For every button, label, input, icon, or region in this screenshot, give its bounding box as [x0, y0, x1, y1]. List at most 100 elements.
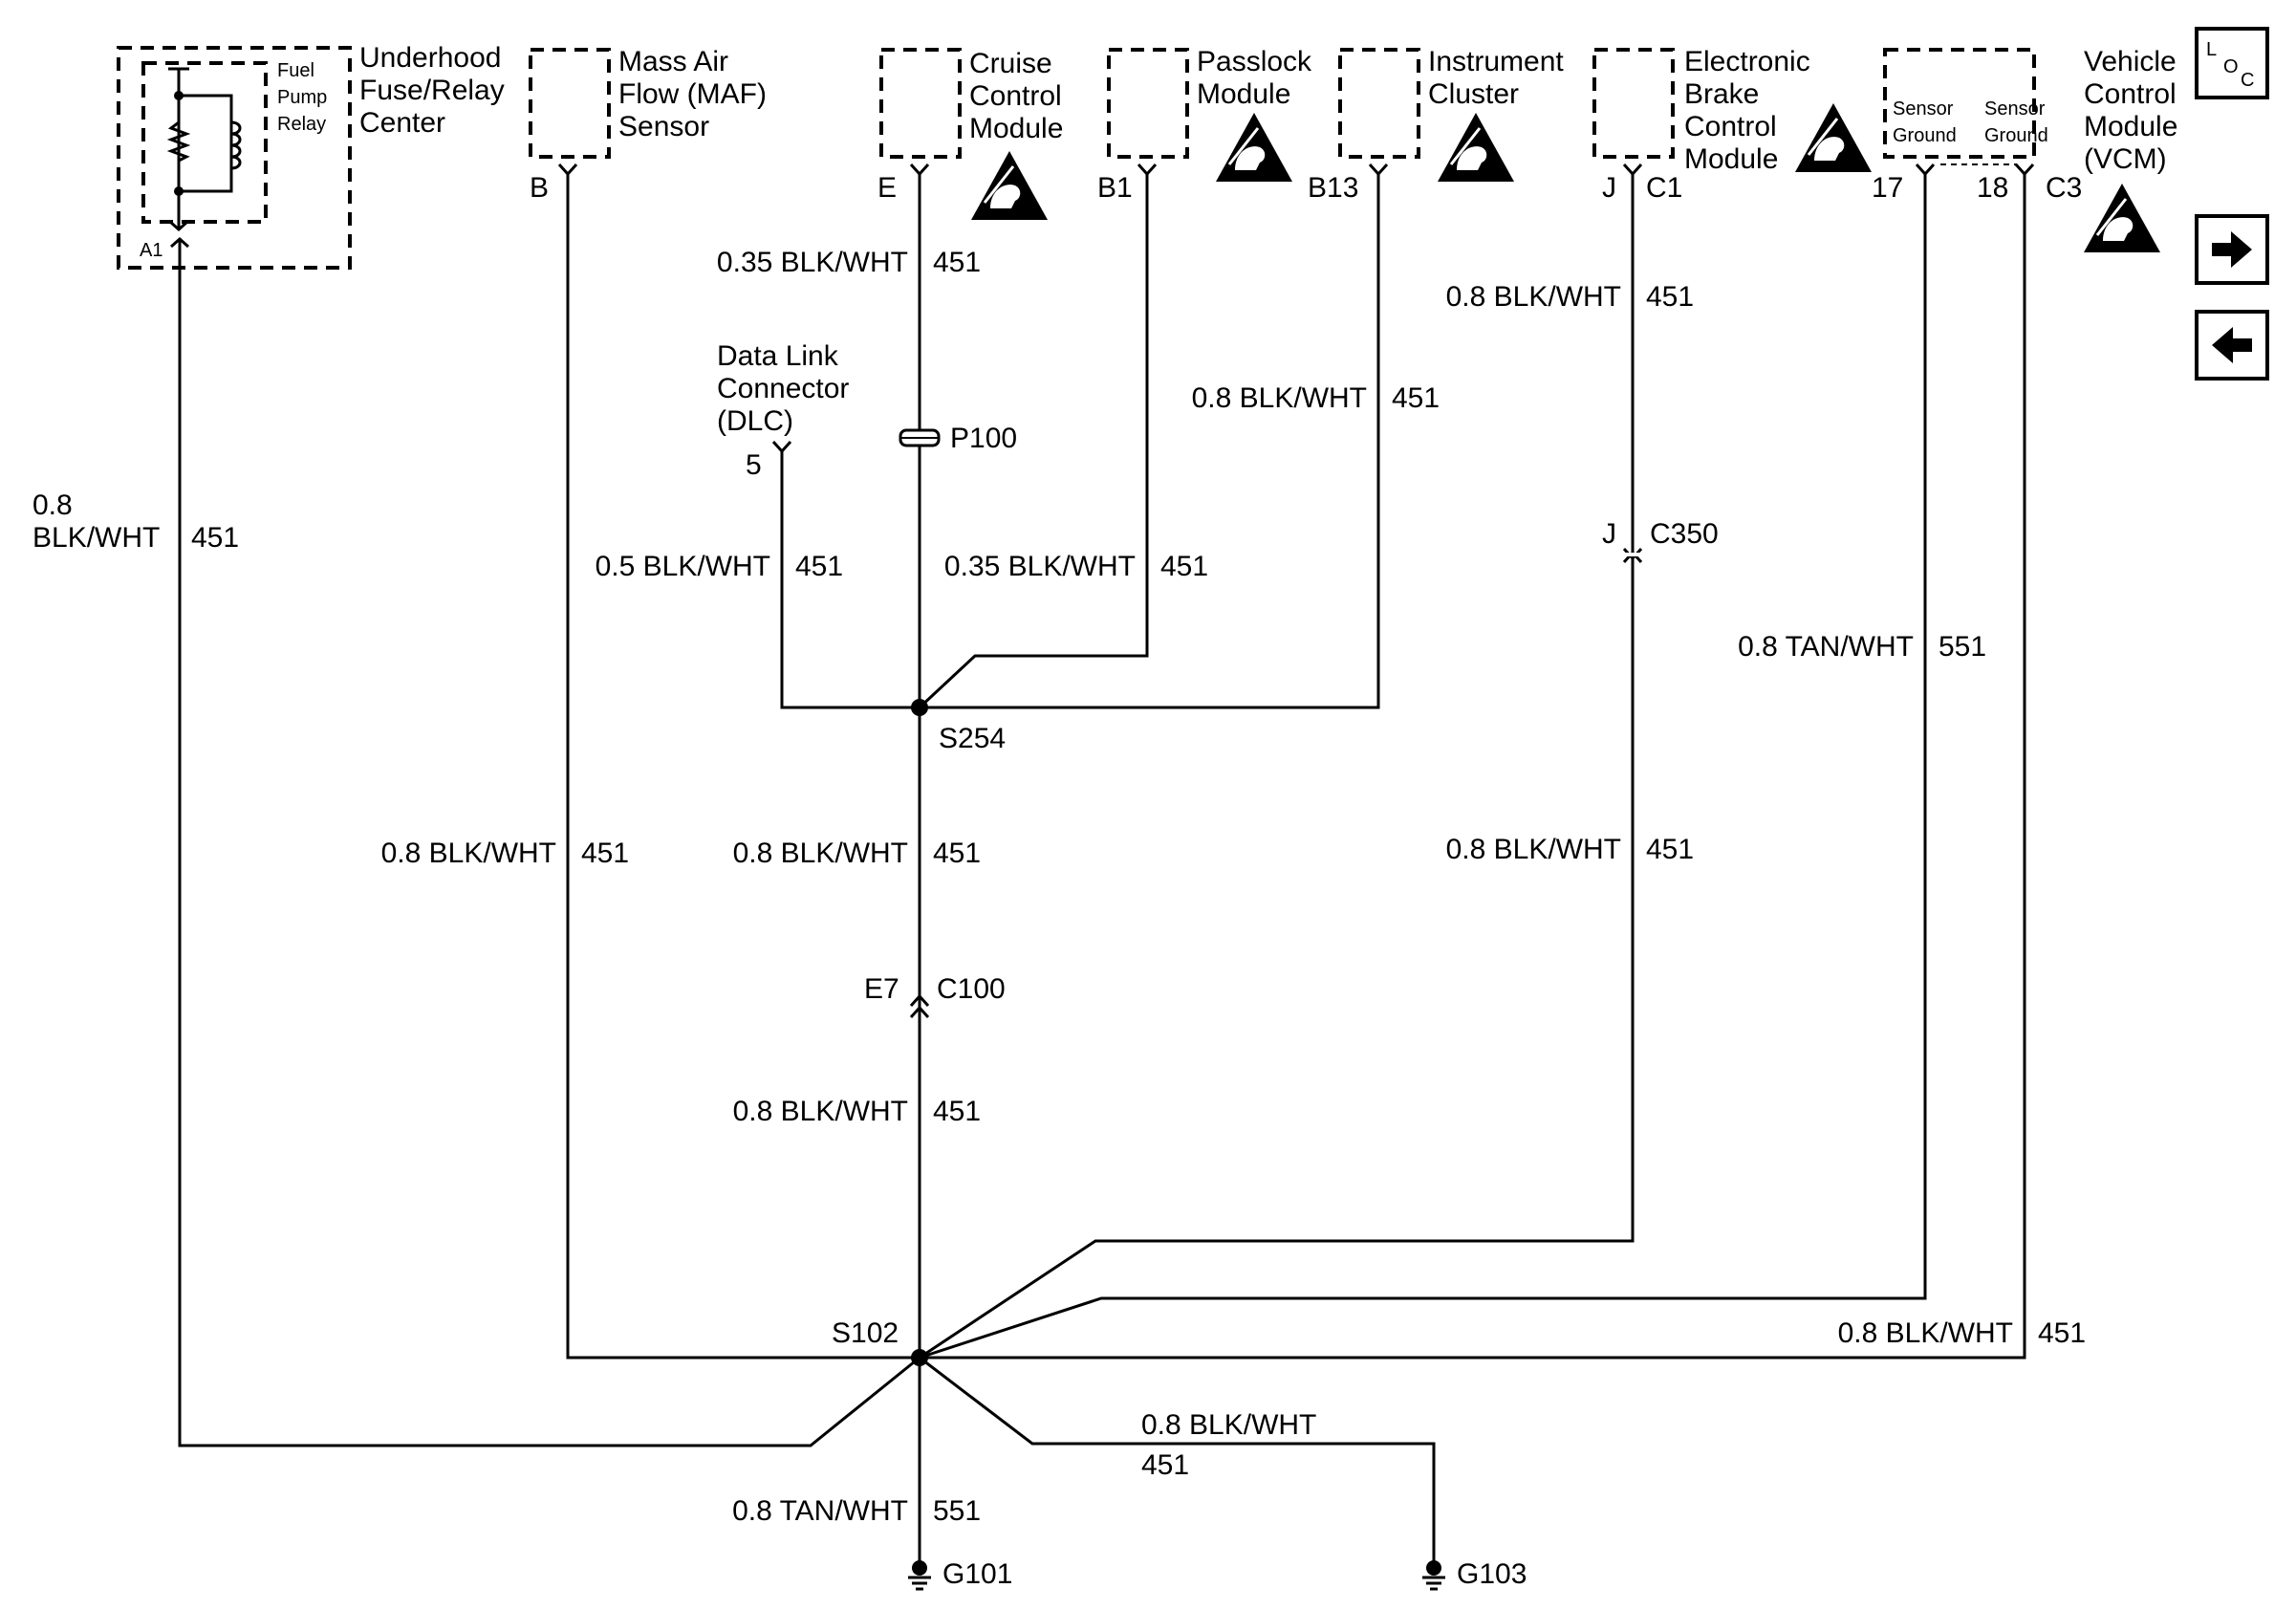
splice-s254-dot: [911, 699, 928, 716]
loc-o: O: [2223, 56, 2239, 77]
p100-label: P100: [950, 423, 1017, 454]
vcm-label-3: Module: [2084, 111, 2177, 142]
vcm-label-2: Control: [2084, 78, 2177, 110]
location-button[interactable]: L O C: [2195, 27, 2269, 99]
ebcm-label-2: Brake: [1684, 78, 1759, 110]
maf-wire-label: 0.8 BLK/WHT: [381, 838, 556, 869]
s254-down-wire-label: 0.8 BLK/WHT: [733, 838, 908, 869]
splice-s102: S102: [832, 1317, 899, 1349]
data-link-connector: Data Link Connector (DLC) 5: [717, 340, 849, 481]
cluster-label-2: Cluster: [1428, 78, 1519, 110]
vcm-pin-18: 18: [1977, 172, 2008, 204]
maf-label-2: Flow (MAF): [618, 78, 767, 110]
dlc-wire-label: 0.5 BLK/WHT: [596, 551, 770, 582]
g101-label: G101: [942, 1558, 1012, 1590]
passlock-pin: B1: [1097, 172, 1133, 204]
ebcm-pin: J: [1602, 172, 1616, 204]
dlc-label-2: Connector: [717, 373, 849, 404]
cruise-label-3: Module: [969, 113, 1063, 144]
ebcm-bottom-wire-circuit: 451: [1646, 834, 1694, 865]
passlock-wire-label: 0.35 BLK/WHT: [944, 551, 1136, 582]
cruise-wire-label: 0.35 BLK/WHT: [717, 247, 908, 278]
a1-wire-color: BLK/WHT: [32, 522, 160, 554]
c100-pin: E7: [864, 973, 899, 1005]
vcm-label-4: (VCM): [2084, 143, 2167, 175]
maf-label-3: Sensor: [618, 111, 709, 142]
arrow-left-icon: [2212, 327, 2252, 363]
cruise-control-module: Cruise Control Module E: [877, 48, 1063, 222]
vcm17-wire-circuit: 551: [1939, 631, 1986, 663]
wire-maf: [566, 172, 920, 1360]
ground-g101: G101: [906, 1558, 1012, 1591]
ebcm-label-4: Module: [1684, 143, 1778, 175]
cruise-label-1: Cruise: [969, 48, 1052, 79]
ground-symbol-icon: [1420, 1558, 1447, 1591]
c100-label: C100: [937, 973, 1006, 1005]
wire-vcm-17: [919, 172, 1927, 1360]
ebcm-connector: C1: [1646, 172, 1682, 204]
g103-label: G103: [1457, 1558, 1527, 1590]
cruise-wire-circuit: 451: [933, 247, 981, 278]
g101-wire-label: 0.8 TAN/WHT: [732, 1495, 908, 1527]
dlc-wire-circuit: 451: [795, 551, 843, 582]
c350-pin: J: [1602, 518, 1616, 550]
vcm-connector: C3: [2046, 172, 2082, 204]
vcm17-wire-label: 0.8 TAN/WHT: [1738, 631, 1914, 663]
cluster-wire-label: 0.8 BLK/WHT: [1192, 382, 1367, 414]
previous-page-button[interactable]: [2195, 310, 2269, 381]
a1-wire-size: 0.8: [32, 490, 73, 521]
relay-label-3: Relay: [277, 114, 326, 135]
ebcm-label-3: Control: [1684, 111, 1777, 142]
passlock-module: Passlock Module B1: [1097, 46, 1312, 204]
fuse-relay-label-2: Fuse/Relay: [359, 75, 505, 106]
maf-sensor: Mass Air Flow (MAF) Sensor B: [529, 46, 767, 204]
c100-connector: E7 C100: [864, 973, 1006, 1019]
vcm18-wire-label: 0.8 BLK/WHT: [1838, 1317, 2013, 1349]
cruise-pin: E: [877, 172, 897, 204]
wire-a1: [178, 241, 921, 1447]
pin-terminals: [170, 163, 2035, 454]
vcm-sensor-ground-2b: Ground: [1984, 125, 2048, 146]
dlc-label-3: (DLC): [717, 405, 793, 437]
esd-warning-icon: [1793, 101, 1874, 174]
ebcm-top-wire-label: 0.8 BLK/WHT: [1446, 281, 1621, 313]
wire-cluster: [920, 172, 1380, 709]
vcm-sensor-ground-1a: Sensor: [1893, 98, 1954, 120]
c350-connector: J C350: [1602, 518, 1719, 564]
vcm-label-1: Vehicle: [2084, 46, 2177, 77]
passlock-wire-circuit: 451: [1160, 551, 1208, 582]
fuse-relay-pin: A1: [140, 240, 162, 261]
wire-passlock: [918, 172, 1149, 709]
c100-down-wire-circuit: 451: [933, 1096, 981, 1127]
relay-label-1: Fuel: [277, 60, 314, 81]
ground-g103: G103: [1420, 1558, 1527, 1591]
ebcm-label-1: Electronic: [1684, 46, 1810, 77]
splice-s102-dot: [911, 1349, 928, 1366]
cluster-label-1: Instrument: [1428, 46, 1564, 77]
g103-wire-label: 0.8 BLK/WHT: [1141, 1409, 1316, 1441]
vcm-sensor-ground-2a: Sensor: [1984, 98, 2046, 120]
next-page-button[interactable]: [2195, 214, 2269, 285]
maf-pin: B: [530, 172, 549, 204]
esd-warning-icon: [969, 149, 1050, 222]
fuse-relay-center: Underhood Fuse/Relay Center Fuel Pump Re…: [117, 42, 505, 270]
ebcm-top-wire-circuit: 451: [1646, 281, 1694, 313]
vcm-sensor-ground-1b: Ground: [1893, 125, 1957, 146]
maf-wire-circuit: 451: [581, 838, 629, 869]
fuse-relay-label-1: Underhood: [359, 42, 501, 74]
dlc-pin: 5: [746, 449, 762, 481]
passlock-label-1: Passlock: [1197, 46, 1312, 77]
wire-ebcm: [919, 172, 1635, 1360]
arrow-right-icon: [2212, 231, 2252, 268]
p100-connector: P100: [899, 423, 1017, 454]
loc-c: C: [2241, 70, 2254, 91]
g103-wire-circuit: 451: [1141, 1449, 1189, 1481]
loc-l: L: [2206, 39, 2217, 60]
ebcm-bottom-wire-label: 0.8 BLK/WHT: [1446, 834, 1621, 865]
wires: [178, 172, 2026, 1568]
vehicle-control-module: Sensor Ground Sensor Ground Vehicle Cont…: [1872, 46, 2177, 254]
c350-label: C350: [1650, 518, 1719, 550]
splice-s254: S254: [939, 723, 1006, 754]
cruise-label-2: Control: [969, 80, 1062, 112]
